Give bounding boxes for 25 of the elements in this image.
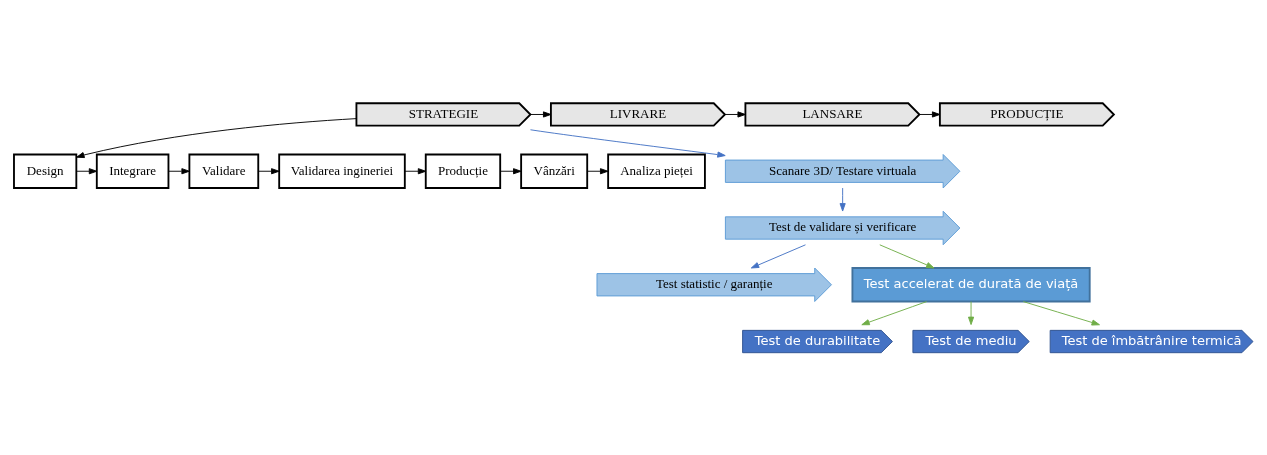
arrow [76, 167, 98, 174]
node-box: Validarea ingineriei [278, 153, 406, 189]
node-box: Design [13, 153, 78, 189]
node-box: Integrare [95, 153, 170, 189]
arrow [499, 167, 522, 174]
arrow [168, 167, 190, 174]
node-box: Analiza pieței [607, 153, 706, 189]
node-box: Producție [424, 153, 502, 189]
arrow [530, 110, 552, 118]
arrow [586, 167, 609, 174]
arrow [861, 300, 928, 325]
arrow [879, 243, 935, 268]
arrow [1022, 300, 1100, 326]
arrow [258, 167, 280, 174]
node-box: Vânzări [520, 153, 589, 189]
arrow [919, 110, 941, 118]
node-box: Test accelerat de durată de viață [851, 266, 1091, 302]
arrow [724, 110, 746, 118]
arrow [968, 300, 975, 325]
arrow [750, 243, 806, 268]
arrow [404, 167, 427, 174]
node-box: Validare [188, 153, 260, 189]
arrow [530, 128, 726, 158]
arrow [76, 117, 357, 158]
arrow [839, 187, 846, 211]
